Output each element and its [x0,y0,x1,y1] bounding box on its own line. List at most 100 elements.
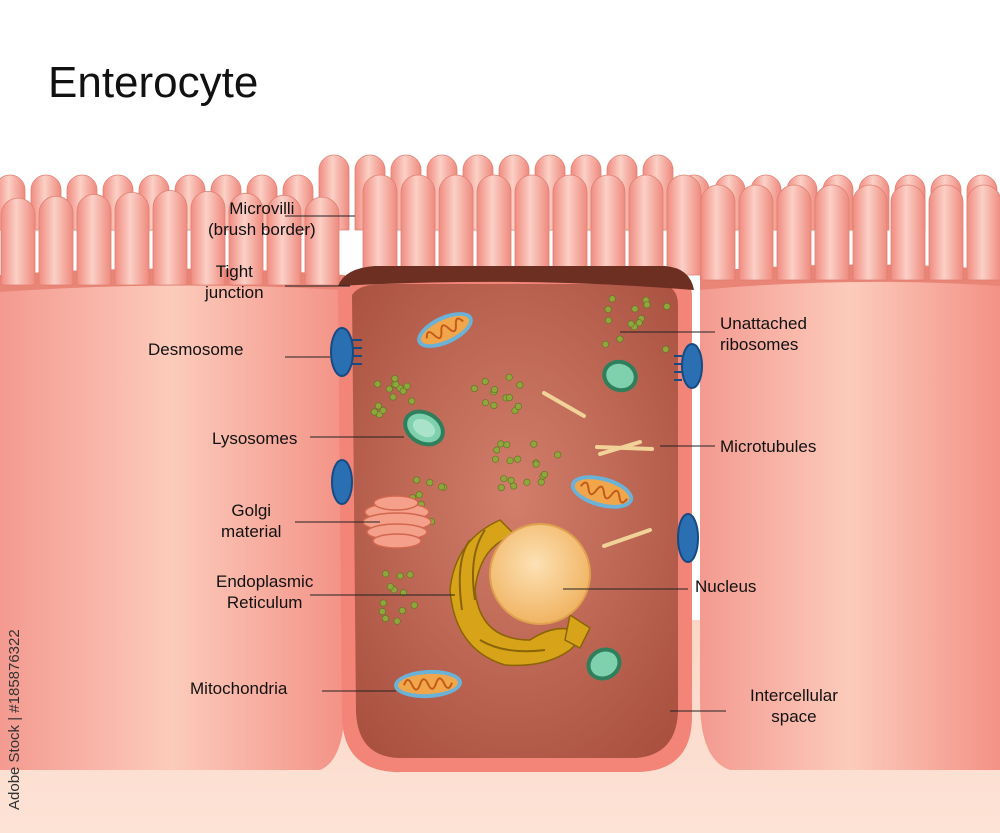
ribosome-dot [399,589,407,597]
microvillus [114,192,150,286]
microvillus [890,184,926,281]
label-line: space [771,707,817,726]
label-line: material [221,522,282,541]
microvillus [0,197,36,286]
microvillus [400,174,436,276]
ribosome-dot [392,380,400,388]
stock-watermark: Adobe Stock | #185876322 [6,600,28,810]
label-ribosomes: Unattached ribosomes [720,313,807,355]
ribosome-dot [532,460,540,468]
ribosome-dot [470,384,478,392]
label-line: junction [205,283,264,302]
ribosome-dot [386,583,394,591]
microvillus [666,174,702,276]
ribosome-dot [385,385,393,393]
leader-lines [285,215,726,712]
label-lysosomes: Lysosomes [212,429,298,448]
microvilli-brush-border [0,154,1000,286]
microvillus [38,195,74,286]
ribosome-dot [426,479,434,487]
ribosome-dot [490,386,498,394]
ribosome-dot [497,484,505,492]
ribosome-dot [393,617,401,625]
label-line: Endoplasmic [216,572,314,591]
ribosome-dot [497,440,505,448]
ribosome-dot [389,393,397,401]
microvillus [304,196,340,286]
label-line: (brush border) [208,220,316,239]
microtubules [542,391,654,548]
microvillus [228,192,264,286]
label-microvilli: Microvilli (brush border) [208,198,316,240]
microvillus [266,194,302,286]
ribosome-dot [537,478,545,486]
ribosome-dot [507,476,515,484]
ribosome-dot [396,572,404,580]
mitochondrion [570,475,634,509]
watermark-text: Adobe Stock | #185876322 [6,629,23,810]
label-line: Unattached [720,314,807,333]
label-tight-junction: Tight junction [205,261,264,303]
label-endoplasmic-reticulum: Endoplasmic Reticulum [216,571,313,613]
ribosome-dot [530,440,538,448]
ribosome-dot [505,373,513,381]
ribosome-dot [643,301,651,309]
desmosome-shape [330,327,354,377]
label-nucleus: Nucleus [695,577,757,596]
microvillus [928,184,964,281]
ribosome-dot [378,608,386,616]
ribosome-dot [406,571,414,579]
ribosome-dot [370,408,378,416]
ribosome-dot [631,305,639,313]
label-golgi: Golgi material [221,500,281,542]
microvillus [362,174,398,276]
microvillus [438,174,474,276]
microvillus [776,184,812,281]
label-line: Microvilli [229,199,295,218]
ribosome-dot [391,375,399,383]
microvillus [814,184,850,281]
ribosome-dot [481,377,489,385]
ribosome-dot [374,402,382,410]
ribosome-dot [505,394,513,402]
ribosome-dot [490,401,498,409]
label-line: Tight [215,262,253,281]
ribosome-dot [382,570,390,578]
ribosome-dot [413,476,421,484]
label-intercellular-space: Intercellular space [750,685,838,727]
ribosome-dot [399,387,407,395]
ribosome-dot [408,397,416,405]
ribosome-dot [554,451,562,459]
ribosome-dot [481,399,489,407]
mitochondrion [394,669,462,699]
endoplasmic-reticulum [449,519,591,667]
label-line: Reticulum [226,593,303,612]
ribosome-dot [503,441,511,449]
diagram-title: Enterocyte [48,58,259,107]
ribosome-dot [616,335,624,343]
tight-junction [338,266,694,290]
ribosome-dot [381,614,389,622]
ribosome-dot [663,302,671,310]
ribosome-dot [514,455,522,463]
mitochondrion [417,312,473,348]
ribosome-dot [516,381,524,389]
microvillus [738,184,774,281]
ribosome-dot [510,482,518,490]
microvillus [700,184,736,281]
microvillus [152,190,188,286]
microvillus [590,174,626,276]
desmosome-shape [331,459,353,505]
label-line: Intercellular [750,686,838,705]
ribosome-dot [403,382,411,390]
ribosome-dot [604,316,612,324]
desmosomes [330,327,703,563]
microvillus [628,174,664,276]
lysosome [403,409,445,447]
ribosome-dot [491,455,499,463]
ribosome-dot [635,319,643,327]
lysosome [602,359,638,393]
label-line: Golgi [231,501,272,520]
ribosome-dot [514,402,522,410]
